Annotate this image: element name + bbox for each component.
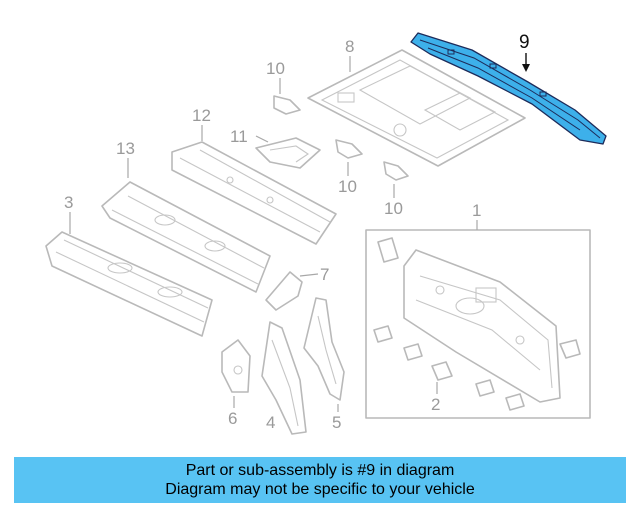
callout-13: 13 xyxy=(116,139,135,158)
part-10-bracket-a[interactable] xyxy=(273,95,301,115)
callout-7: 7 xyxy=(320,265,329,284)
callout-10b: 10 xyxy=(338,177,357,196)
part-1-group-box xyxy=(365,229,591,419)
part-6-bracket[interactable] xyxy=(221,339,251,393)
parts-diagram: 8 9 10 10 10 11 12 xyxy=(45,32,607,435)
part-10-bracket-c[interactable] xyxy=(383,161,409,181)
callout-11: 11 xyxy=(230,127,248,146)
part-7-gusset[interactable] xyxy=(265,271,303,311)
part-8-package-tray[interactable] xyxy=(307,49,526,167)
banner-line-1: Part or sub-assembly is #9 in diagram xyxy=(185,462,455,479)
leader-9-arrowhead xyxy=(522,64,530,72)
callout-10c: 10 xyxy=(384,199,403,218)
part-9-upper-rail[interactable] xyxy=(410,32,607,145)
callout-6: 6 xyxy=(228,409,237,428)
part-4-pillar[interactable] xyxy=(261,321,307,435)
part-13-cross-member[interactable] xyxy=(101,181,271,293)
callout-10a: 10 xyxy=(266,59,285,78)
part-5-pillar[interactable] xyxy=(303,297,345,401)
part-1-rear-panel[interactable] xyxy=(373,237,581,411)
banner-line-2: Diagram may not be specific to your vehi… xyxy=(165,481,475,498)
leader-7 xyxy=(299,273,319,277)
callout-4: 4 xyxy=(266,413,275,432)
callout-12: 12 xyxy=(192,106,211,125)
callout-2: 2 xyxy=(431,395,440,414)
part-3-floor-cross-member[interactable] xyxy=(45,231,213,337)
part-12-cross-member[interactable] xyxy=(171,141,337,245)
callout-5: 5 xyxy=(332,413,341,432)
callout-8: 8 xyxy=(345,37,354,56)
part-2-bracket[interactable] xyxy=(431,361,453,381)
callout-3: 3 xyxy=(64,193,73,212)
part-10-bracket-b[interactable] xyxy=(335,139,363,159)
part-11-bracket[interactable] xyxy=(255,137,321,169)
callout-1: 1 xyxy=(472,201,481,220)
callout-9: 9 xyxy=(519,32,530,53)
leader-11 xyxy=(255,135,269,143)
info-banner: Part or sub-assembly is #9 in diagram Di… xyxy=(14,457,626,503)
